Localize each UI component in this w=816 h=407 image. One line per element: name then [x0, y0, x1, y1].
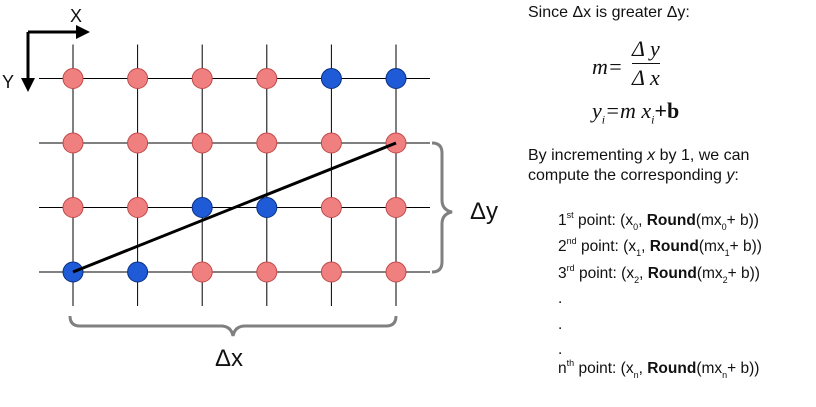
- point-label: point: (x: [574, 360, 634, 377]
- increment-text: By incrementing: [528, 147, 648, 164]
- point-plus-b: + b)): [727, 265, 760, 282]
- selected-pixel: [191, 197, 213, 218]
- point-mx: (mx: [696, 360, 723, 377]
- ellipsis-dot: .: [558, 290, 563, 307]
- eq-x-sub: i: [651, 112, 655, 127]
- point-round: Round: [649, 238, 699, 255]
- eq-y: y: [592, 98, 602, 123]
- point-row: 2nd point: (x1, Round(mx1+ b)): [558, 236, 762, 258]
- point-mx: (mx: [695, 212, 722, 229]
- eq-tail: +b: [654, 98, 680, 123]
- point-ordinal-suffix: rd: [566, 263, 575, 273]
- pixel: [256, 261, 278, 283]
- dx-label: Δx: [215, 345, 244, 372]
- pixel: [320, 132, 342, 154]
- pixel: [62, 68, 84, 89]
- point-row: 3rd point: (x2, Round(mx2+ b)): [558, 263, 760, 285]
- increment-text-2: by 1, we can: [655, 147, 750, 164]
- pixel: [191, 261, 213, 283]
- point-comma: ,: [639, 265, 648, 282]
- explanation-heading: Since Δx is greater Δy:: [528, 4, 690, 21]
- pixel-circles: [62, 68, 407, 283]
- point-comma: ,: [641, 238, 650, 255]
- selected-pixel: [385, 68, 407, 89]
- increment-line-1: By incrementing x by 1, we can: [528, 147, 749, 165]
- pixel: [320, 261, 342, 283]
- point-label: point: (x: [573, 212, 634, 229]
- point-ordinal-suffix: st: [566, 210, 574, 220]
- point-mx-subscript: 0: [721, 222, 727, 232]
- dy-label: Δy: [470, 198, 499, 225]
- slope-denominator: Δ x: [632, 65, 660, 90]
- point-x-subscript: 2: [634, 275, 640, 285]
- point-ordinal: 3: [558, 265, 567, 282]
- pixel: [385, 261, 407, 283]
- pixel: [256, 132, 278, 154]
- increment-var-y: y: [726, 167, 735, 184]
- pixel: [191, 68, 213, 89]
- pixel: [127, 68, 149, 89]
- x-arrowhead-icon: [76, 25, 90, 39]
- pixel: [62, 132, 84, 154]
- x-axis-label: X: [70, 6, 83, 26]
- ideal-line: [72, 141, 397, 274]
- point-label: point: (x: [574, 265, 635, 282]
- point-ordinal: 2: [558, 238, 567, 255]
- increment-line-2: compute the corresponding y:: [528, 167, 739, 185]
- dy-brace: [431, 141, 453, 274]
- ellipsis-dot: .: [558, 341, 563, 358]
- point-plus-b: + b)): [726, 212, 759, 229]
- dx-brace: [68, 315, 398, 337]
- line-equation: yi=m xi+b: [592, 98, 679, 127]
- pixel: [191, 132, 213, 154]
- eq-rhs: =m x: [605, 98, 652, 123]
- point-comma: ,: [638, 360, 648, 377]
- point-label: point: (x: [576, 238, 637, 255]
- point-plus-b: + b)): [727, 360, 760, 377]
- y-axis-label: Y: [2, 72, 15, 92]
- selected-pixel: [320, 68, 342, 89]
- selected-pixel: [256, 197, 278, 218]
- point-mx-subscript: 2: [722, 275, 728, 285]
- pixel: [127, 197, 149, 218]
- pixel: [62, 197, 84, 218]
- point-ordinal: 1: [558, 212, 567, 229]
- fraction-bar: [632, 63, 660, 64]
- point-x-subscript: 1: [636, 248, 642, 258]
- point-ordinal: n: [558, 360, 567, 377]
- axis-indicator: [21, 25, 90, 92]
- point-x-subscript: 0: [633, 222, 639, 232]
- pixel-grid: [39, 44, 430, 306]
- pixel: [127, 132, 149, 154]
- increment-text-3: compute the corresponding: [528, 167, 727, 184]
- slope-fraction: Δ y Δ x: [632, 36, 660, 91]
- point-round: Round: [647, 360, 697, 377]
- ellipsis-dot: .: [558, 316, 563, 333]
- selected-pixel: [127, 261, 149, 283]
- point-ordinal-suffix: th: [566, 358, 575, 368]
- pixel: [320, 197, 342, 218]
- point-mx: (mx: [698, 238, 725, 255]
- point-x-subscript: n: [633, 370, 639, 380]
- point-plus-b: + b)): [729, 238, 762, 255]
- pixel: [385, 197, 407, 218]
- slope-formula-lhs: m=: [592, 54, 623, 79]
- point-row: nth point: (xn, Round(mxn+ b)): [558, 358, 759, 380]
- point-mx: (mx: [696, 265, 723, 282]
- increment-colon: :: [734, 167, 739, 184]
- point-row: 1st point: (x0, Round(mx0+ b)): [558, 210, 759, 232]
- point-comma: ,: [638, 212, 647, 229]
- slope-numerator: Δ y: [632, 36, 660, 61]
- eq-y-sub: i: [601, 112, 606, 127]
- point-round: Round: [646, 212, 696, 229]
- increment-var-x: x: [647, 147, 656, 164]
- y-arrowhead-icon: [21, 78, 35, 92]
- point-round: Round: [647, 265, 697, 282]
- point-mx-subscript: 1: [724, 248, 730, 258]
- point-ordinal-suffix: nd: [566, 236, 577, 246]
- point-mx-subscript: n: [722, 370, 728, 380]
- pixel: [256, 68, 278, 89]
